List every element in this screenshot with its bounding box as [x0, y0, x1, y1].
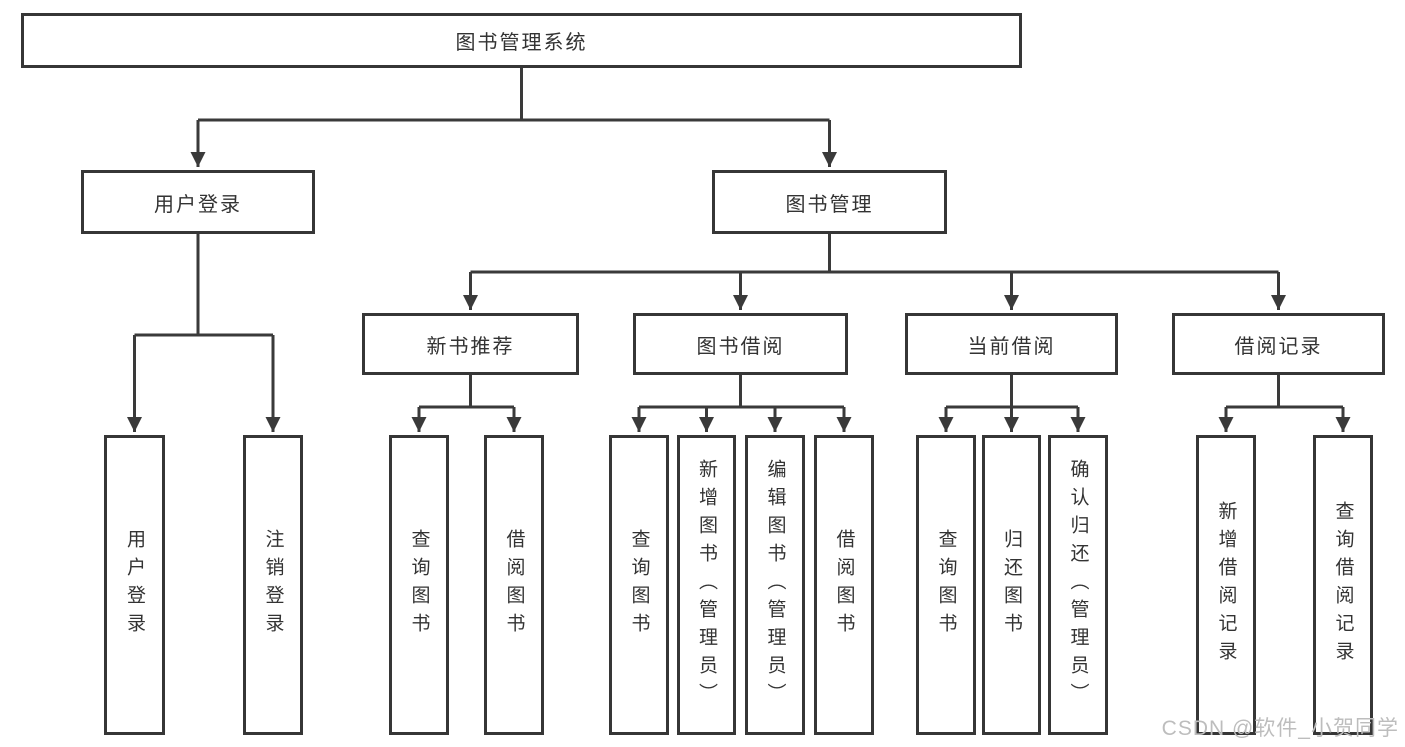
node-label: 借阅记录	[1234, 335, 1323, 358]
leaf-cb-query-book: 查询图书	[916, 435, 976, 735]
node-label: 图书管理系统	[455, 32, 588, 54]
node-label: 查询图书	[935, 529, 957, 641]
node-current-borrow: 当前借阅	[905, 313, 1118, 375]
node-label: 用户登录	[154, 193, 242, 216]
node-label: 借阅图书	[833, 529, 855, 641]
node-label: 注销登录	[262, 529, 284, 641]
leaf-bb-edit-book-admin: 编辑图书（管理员）	[745, 435, 805, 735]
leaf-br-add-record: 新增借阅记录	[1196, 435, 1256, 735]
node-label: 新增借阅记录	[1215, 501, 1237, 669]
leaf-bb-borrow-book: 借阅图书	[814, 435, 874, 735]
node-borrow-record: 借阅记录	[1172, 313, 1385, 375]
leaf-nb-borrow-book: 借阅图书	[484, 435, 544, 735]
node-label: 新增图书（管理员）	[696, 459, 717, 711]
node-user-login-branch: 用户登录	[81, 170, 315, 234]
node-label: 查询借阅记录	[1332, 501, 1354, 669]
node-label: 编辑图书（管理员）	[764, 459, 786, 711]
leaf-cb-return-book: 归还图书	[982, 435, 1041, 735]
node-label: 新书推荐	[426, 335, 515, 358]
leaf-br-query-record: 查询借阅记录	[1313, 435, 1373, 735]
leaf-bb-query-book: 查询图书	[609, 435, 669, 735]
node-label: 确认归还（管理员）	[1067, 459, 1089, 711]
leaf-user-login: 用户登录	[104, 435, 165, 735]
leaf-cb-confirm-return-admin: 确认归还（管理员）	[1048, 435, 1108, 735]
leaf-bb-add-book-admin: 新增图书（管理员）	[677, 435, 736, 735]
node-label: 图书借阅	[696, 335, 785, 358]
csdn-watermark: CSDN @软件_小贺同学	[1161, 717, 1399, 740]
node-book-borrow: 图书借阅	[633, 313, 848, 375]
leaf-nb-query-book: 查询图书	[389, 435, 449, 735]
node-label: 归还图书	[1001, 529, 1022, 641]
node-library-management-system: 图书管理系统	[21, 13, 1022, 68]
leaf-logout: 注销登录	[243, 435, 303, 735]
node-label: 查询图书	[628, 529, 650, 641]
node-label: 当前借阅	[967, 335, 1056, 358]
node-book-management: 图书管理	[712, 170, 947, 234]
node-label: 查询图书	[408, 529, 430, 641]
node-new-book-recommend: 新书推荐	[362, 313, 579, 375]
node-label: 用户登录	[124, 529, 145, 641]
node-label: 图书管理	[785, 193, 874, 216]
node-label: 借阅图书	[503, 529, 525, 641]
